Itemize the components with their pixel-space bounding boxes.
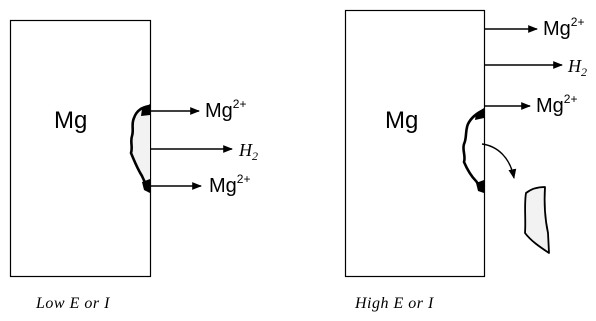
right-film-dark-top [475, 108, 484, 120]
right-panel: Mg Mg2+ H2 Mg2+ High E or I [344, 9, 587, 312]
left-film-dark-top [141, 104, 150, 116]
right-mg-label: Mg [385, 107, 418, 134]
left-ion-label-bottom: Mg2+ [209, 172, 250, 197]
left-ion-label-top: Mg2+ [205, 97, 246, 122]
left-film-dark-bottom [142, 179, 150, 193]
right-surface-film [462, 108, 486, 193]
right-mg-block [344, 9, 486, 278]
left-h2-label: H2 [238, 140, 258, 163]
right-film-dark-bottom [476, 180, 484, 193]
right-detached-fragment [524, 186, 550, 254]
left-panel: Mg Mg2+ H2 Mg2+ Low E or I [9, 19, 258, 312]
right-detach-arrow [481, 143, 517, 179]
right-ion-label-mid: Mg2+ [536, 92, 577, 117]
left-mg-label: Mg [54, 107, 87, 134]
left-mg-block [9, 19, 152, 278]
right-ion-label-top: Mg2+ [543, 15, 584, 40]
right-h2-label: H2 [567, 56, 587, 79]
right-caption: High E or I [354, 295, 434, 312]
left-surface-film [129, 104, 152, 193]
left-caption: Low E or I [35, 295, 110, 312]
